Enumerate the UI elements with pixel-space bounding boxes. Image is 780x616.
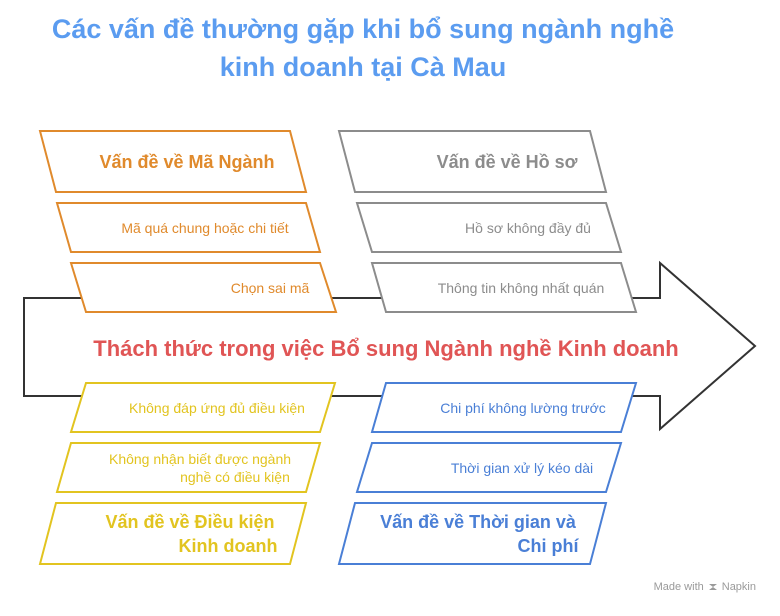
- diagram-title: Các vấn đề thường gặp khi bổ sung ngành …: [0, 10, 726, 86]
- ho-so-item-2: Thông tin không nhất quán: [438, 280, 605, 296]
- title-line-2: kinh doanh tại Cà Mau: [219, 52, 507, 82]
- thoi-gian-item-box-2: [355, 442, 623, 493]
- ma-nganh-item-box-1: [55, 202, 322, 253]
- ma-nganh-item-2: Chọn sai mã: [231, 280, 310, 296]
- thoi-gian-heading-line-2: Chi phí: [518, 536, 580, 556]
- dieu-kien-heading-line-2: Kinh doanh: [179, 536, 278, 556]
- title-line-1: Các vấn đề thường gặp khi bổ sung ngành …: [51, 14, 675, 44]
- group-ho-so: Vấn đề về Hồ sơ Hồ sơ không đầy đủ Thông…: [337, 130, 638, 313]
- dieu-kien-heading-box: [38, 502, 308, 565]
- dieu-kien-item-2-line-2: nghề có điều kiện: [180, 469, 290, 485]
- footer-watermark: Made with Napkin: [654, 581, 756, 593]
- ho-so-item-box-1: [355, 202, 623, 253]
- ho-so-item-1: Hồ sơ không đầy đủ: [465, 220, 591, 236]
- footer-brand: Napkin: [721, 581, 756, 593]
- ho-so-heading: Vấn đề về Hồ sơ: [437, 152, 578, 172]
- ho-so-heading-box: [337, 130, 608, 193]
- ma-nganh-item-box-2: [69, 262, 338, 313]
- thoi-gian-heading-box: [337, 502, 608, 565]
- dieu-kien-item-2-line-1: Không nhận biết được ngành: [109, 451, 291, 467]
- group-thoi-gian: Chi phí không lường trước Thời gian xử l…: [337, 382, 638, 565]
- napkin-logo-icon: [708, 584, 717, 590]
- thoi-gian-heading-line-1: Vấn đề về Thời gian và: [380, 512, 577, 532]
- footer-made-with: Made with: [653, 581, 704, 593]
- group-dieu-kien: Không đáp ứng đủ điều kiện Không nhận bi…: [38, 382, 337, 565]
- dieu-kien-item-box-2: [55, 442, 322, 493]
- ma-nganh-heading-box: [38, 130, 308, 193]
- ma-nganh-heading: Vấn đề về Mã Ngành: [99, 152, 274, 172]
- thoi-gian-item-2: Thời gian xử lý kéo dài: [451, 460, 593, 476]
- dieu-kien-item-box-1: [69, 382, 337, 433]
- group-ma-nganh: Vấn đề về Mã Ngành Mã quá chung hoặc chi…: [38, 130, 338, 313]
- center-label: Thách thức trong việc Bổ sung Ngành nghề…: [93, 336, 678, 361]
- dieu-kien-heading-line-1: Vấn đề về Điều kiện: [105, 512, 274, 532]
- dieu-kien-item-1: Không đáp ứng đủ điều kiện: [129, 400, 305, 416]
- ma-nganh-item-1: Mã quá chung hoặc chi tiết: [121, 220, 288, 236]
- thoi-gian-item-box-1: [370, 382, 638, 433]
- ho-so-item-box-2: [370, 262, 638, 313]
- thoi-gian-item-1: Chi phí không lường trước: [440, 400, 606, 416]
